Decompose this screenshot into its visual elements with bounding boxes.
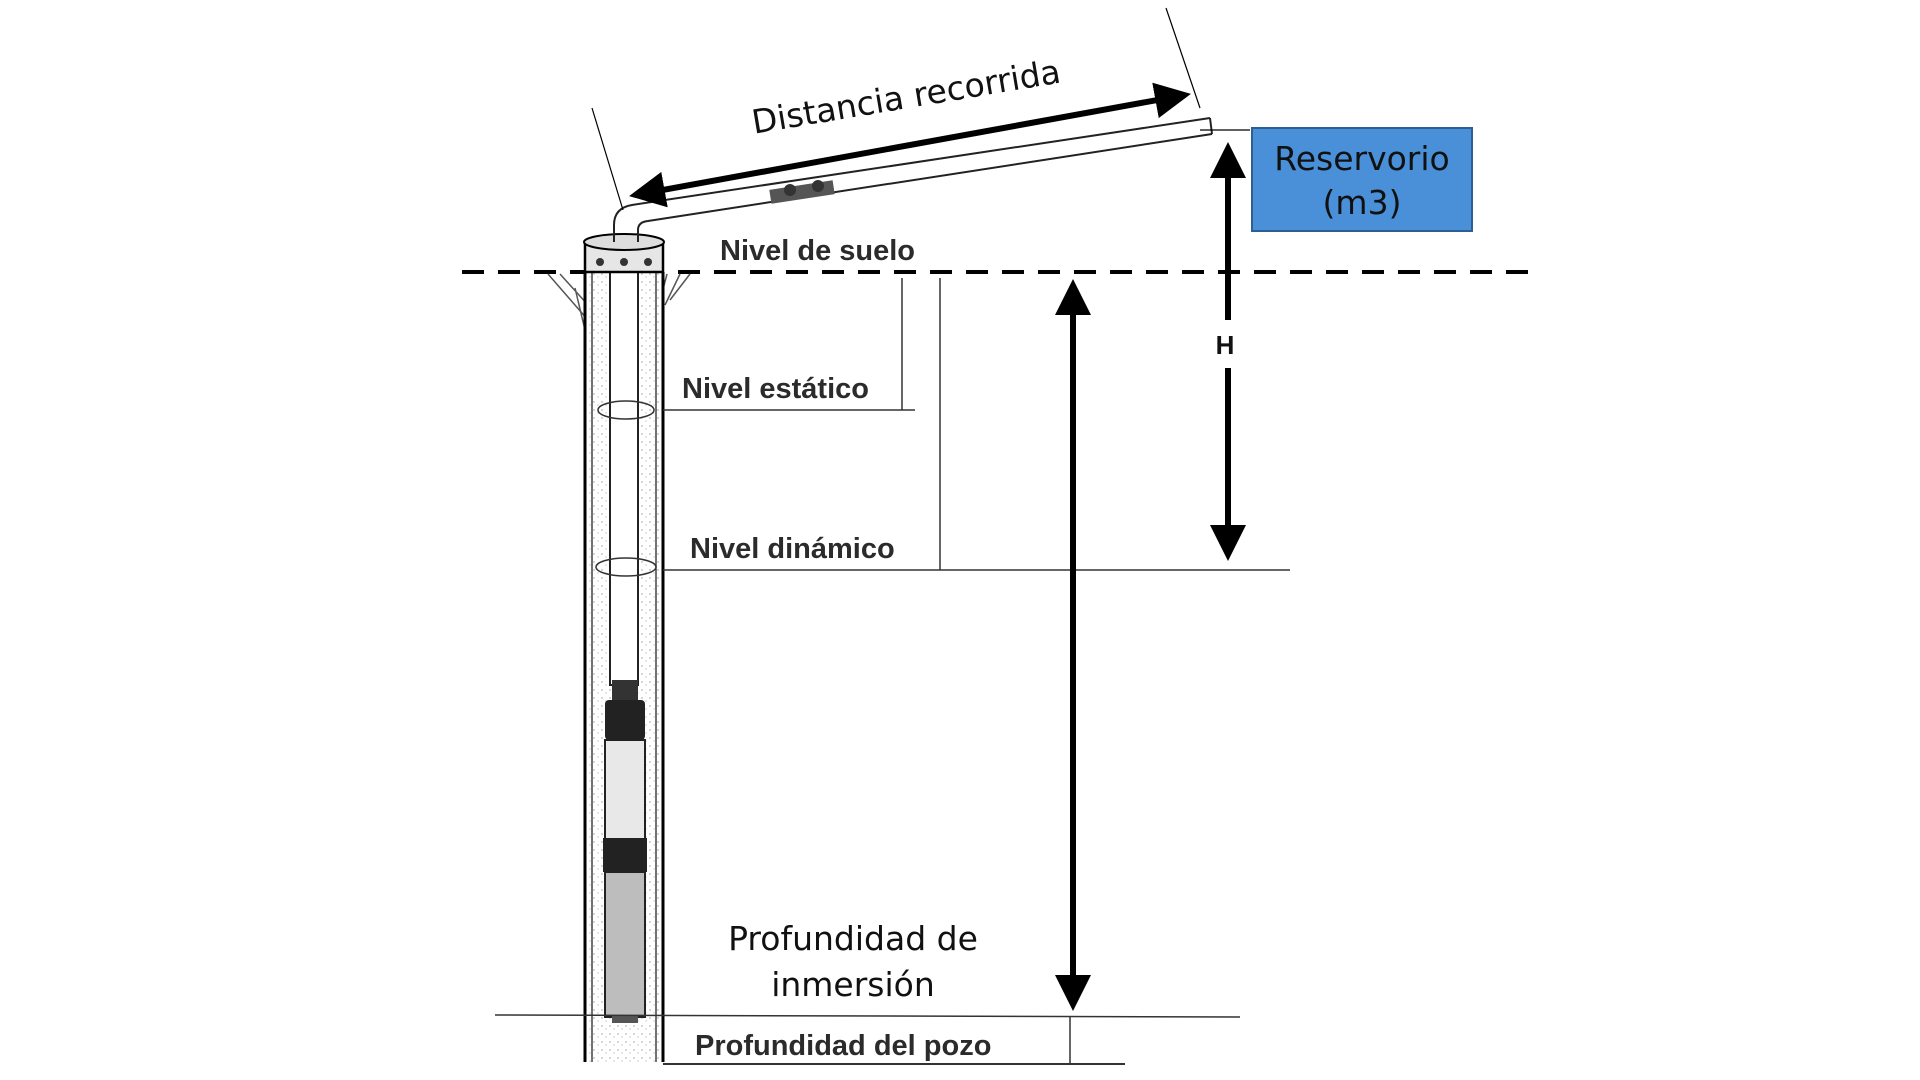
pump-depth-line <box>494 1014 1241 1018</box>
reservoir-label-line1: Reservorio <box>1274 139 1449 178</box>
reservoir-box <box>1251 127 1473 232</box>
well-head-flange <box>583 233 665 274</box>
distance-extension-right <box>1165 7 1201 109</box>
static-level-label: Nivel estático <box>682 373 869 405</box>
head-label: H <box>1216 330 1235 360</box>
riser-pipe <box>609 244 639 686</box>
immersion-label-line1: Profundidad de <box>728 919 978 958</box>
well-depth-label: Profundidad del pozo <box>695 1030 991 1062</box>
distance-arrow <box>629 82 1191 208</box>
dynamic-water-ellipse <box>595 557 657 577</box>
soil-hatch <box>547 273 691 331</box>
dynamic-level-label: Nivel dinámico <box>690 533 895 565</box>
distance-extension-left <box>591 107 624 211</box>
submersible-pump <box>603 680 647 1023</box>
static-water-ellipse <box>597 400 655 420</box>
reservoir-label-line2: (m3) <box>1323 183 1402 222</box>
immersion-label-line2: inmersión <box>771 965 935 1004</box>
ground-level-label: Nivel de suelo <box>720 235 915 267</box>
